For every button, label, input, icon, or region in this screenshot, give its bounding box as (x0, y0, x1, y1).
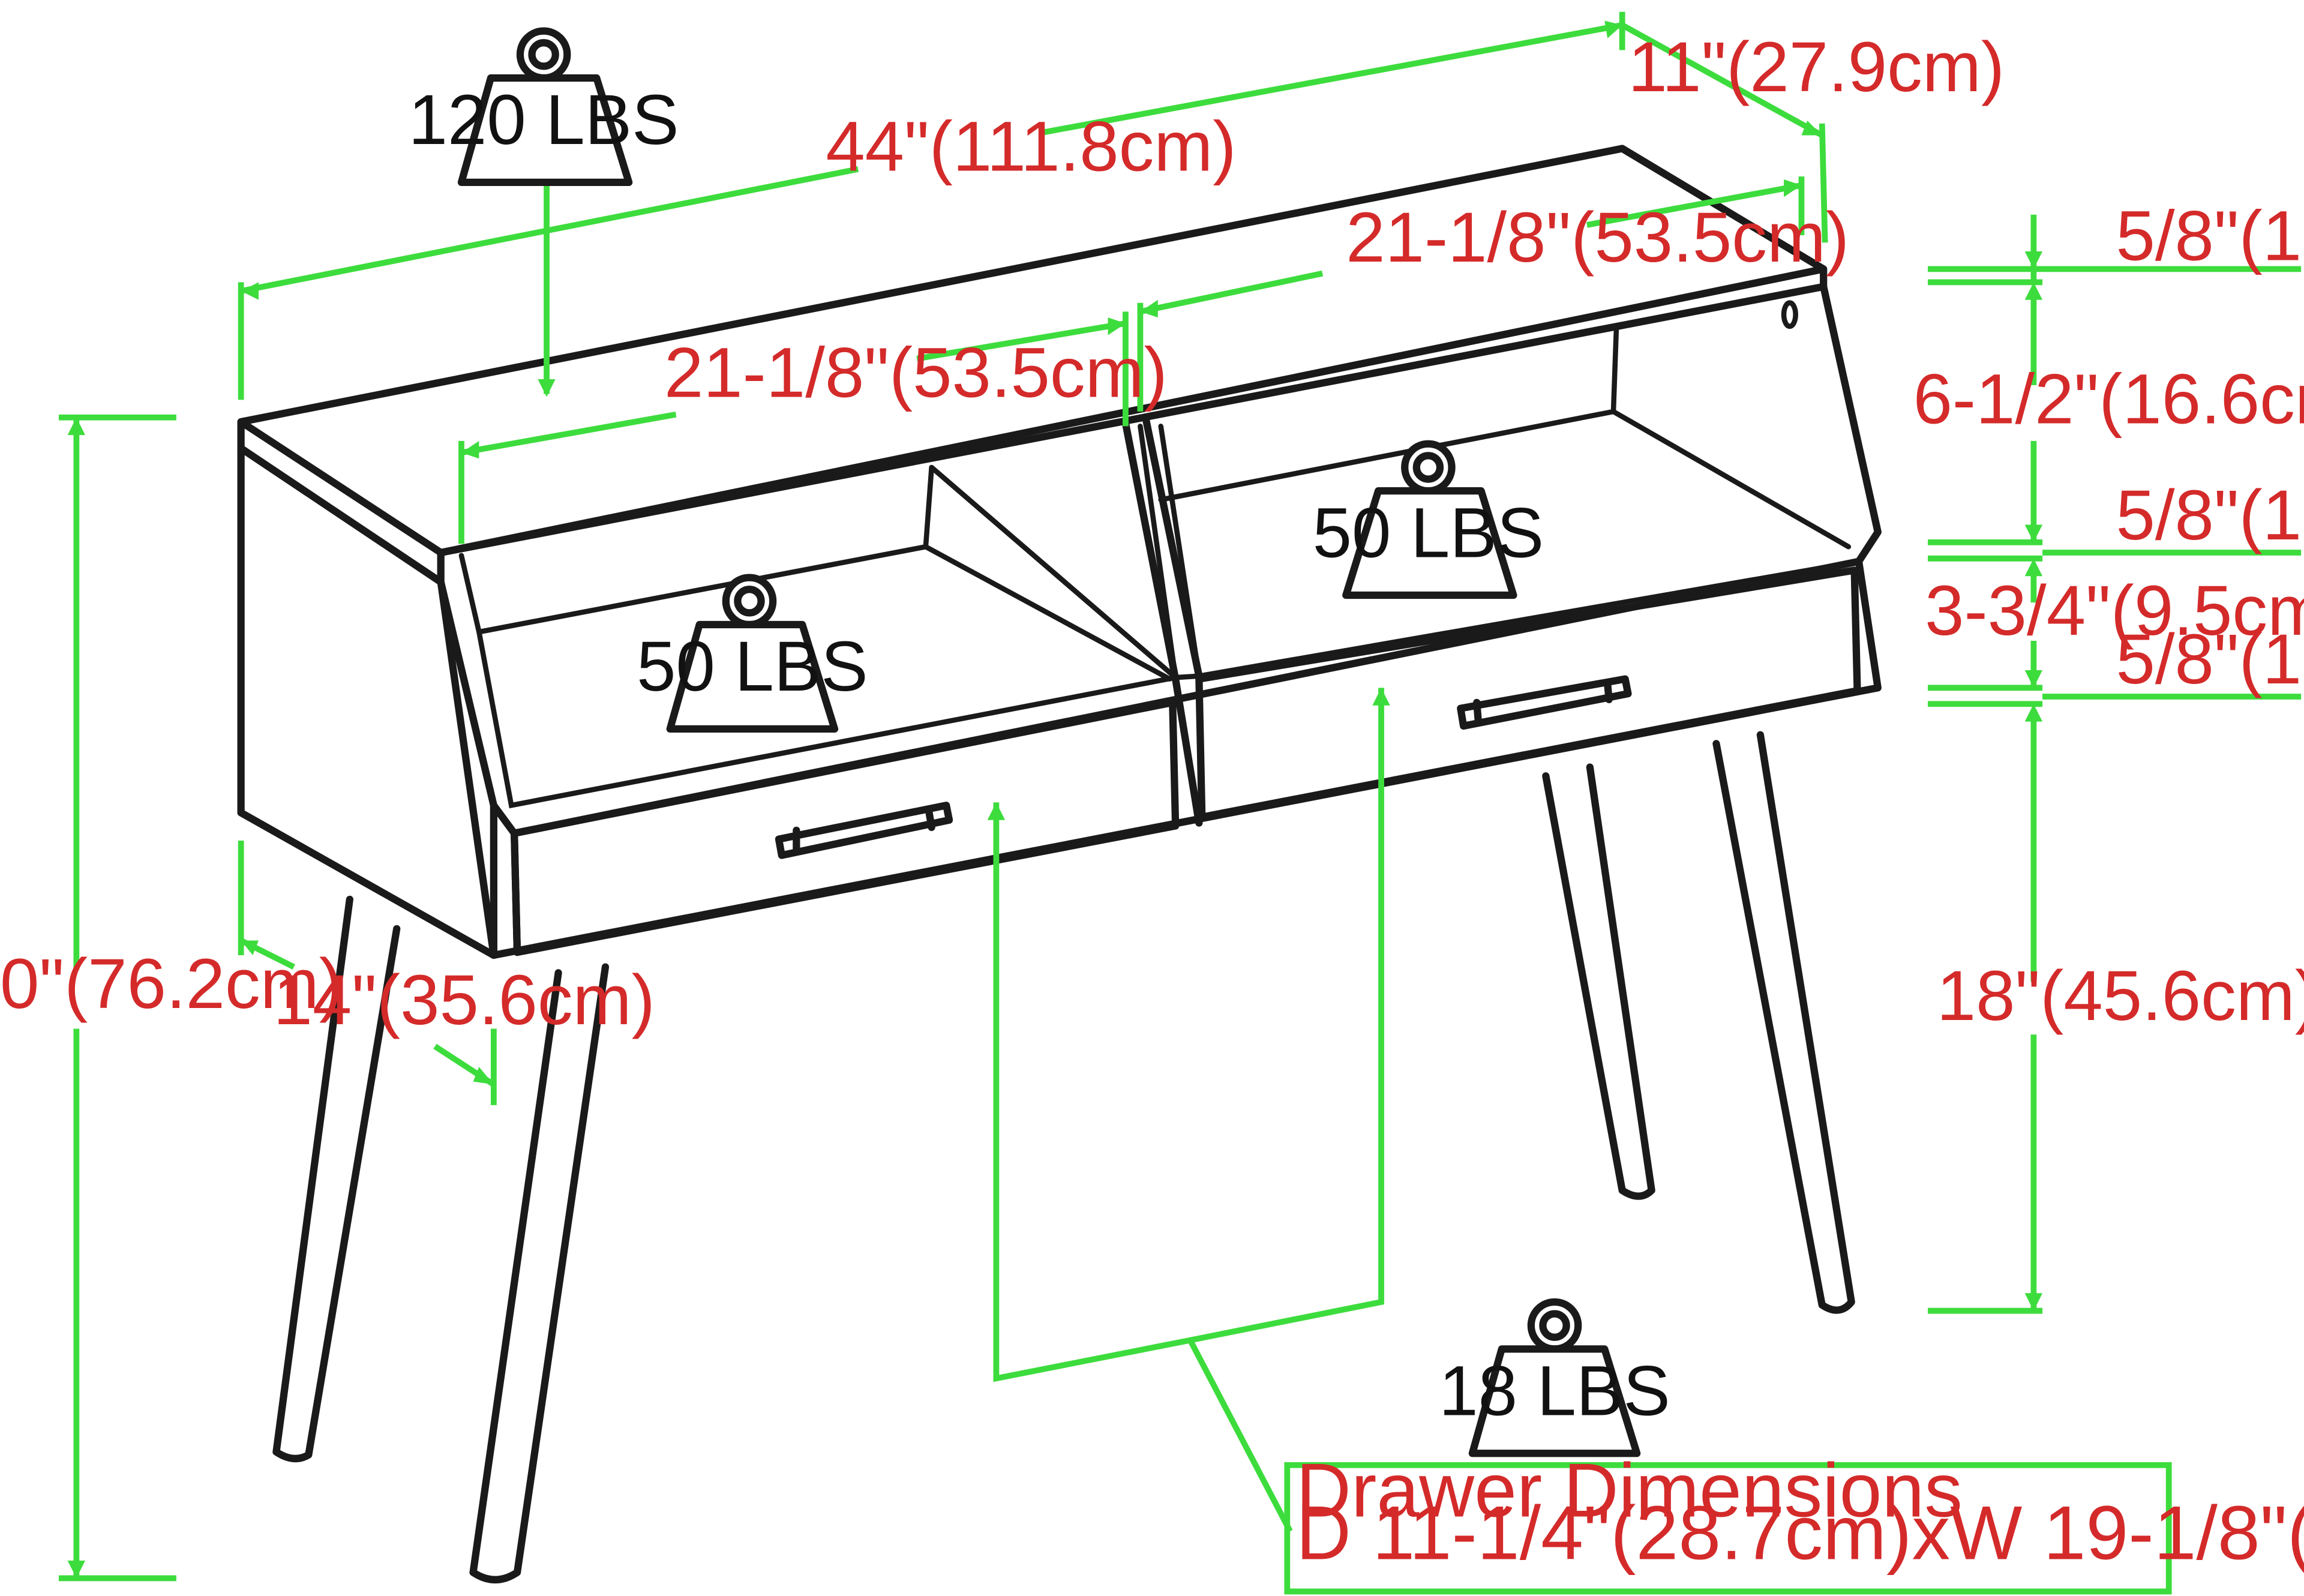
arrowhead (2024, 282, 2043, 300)
dimension-labels: 44"(111.8cm) 11"(27.9cm) 21-1/8"(53.5cm)… (0, 28, 2304, 1039)
leg-height-label: 18"(45.6cm) (1937, 956, 2304, 1035)
weight-ring-inner (528, 39, 559, 70)
console-table (237, 145, 1882, 1583)
drawer-dimensions-title: Drawer Dimensions (1296, 1448, 1963, 1533)
arrowhead (1604, 20, 1622, 38)
weight-icon (457, 74, 633, 187)
weight-left-shelf: 50 LBS (637, 574, 868, 733)
arrowhead (1801, 121, 1822, 136)
left-drawer-front (511, 698, 1180, 956)
arrowhead (461, 440, 479, 459)
height-label: 0"(76.2cm) (0, 944, 343, 1023)
arrowhead (241, 282, 259, 300)
cable-hole (1781, 300, 1798, 329)
width-label: 44"(111.8cm) (826, 107, 1236, 185)
left-drawer[interactable] (511, 698, 1180, 956)
drawer-front-height-label: 3-3/4"(9.5cm) (1925, 571, 2304, 650)
arrowhead (2024, 524, 2043, 542)
base-depth-label: 14"(35.6cm) (274, 961, 655, 1039)
weight-ring-inner (734, 586, 765, 617)
top-thickness-label: 5/8"(1.5cm) (2116, 197, 2304, 275)
right-compartment-dimension-line (1137, 176, 1805, 412)
weight-top: 120 LBS (409, 27, 679, 187)
weight-drawer: 18 LBS (1439, 1298, 1670, 1457)
weight-left-shelf-label: 50 LBS (637, 627, 868, 706)
front-left-leg (469, 963, 610, 1583)
arrowhead (2024, 558, 2043, 577)
right-vertical-dimension-lines (1928, 214, 2302, 1314)
base-depth-dimension-line (238, 841, 497, 1105)
arrowhead (2024, 670, 2043, 688)
shelf-thickness-label: 5/8"(1.5cm) (2116, 476, 2304, 554)
arrowhead (67, 417, 86, 436)
weight-icon (666, 620, 839, 733)
weight-ring-inner (1412, 452, 1444, 483)
drawer-dimensions-details: D 11-1/4"(28.7cm)xW 19-1/8"(48.5cm)xH 2-… (1296, 1490, 2304, 1576)
weight-ring-inner (1539, 1310, 1570, 1341)
arrowhead (538, 379, 556, 397)
arrowhead (2024, 251, 2043, 269)
weight-icon (1468, 1345, 1641, 1457)
arrowhead (241, 940, 259, 956)
arrowhead (2024, 1293, 2043, 1311)
front-right-leg (1712, 731, 1855, 1314)
right-compartment-label: 21-1/8"(53.5cm) (1346, 198, 1849, 277)
right-drawer-front (1195, 566, 1861, 821)
weight-icon (1342, 487, 1517, 599)
arrowhead (1140, 299, 1158, 318)
weight-right-shelf: 50 LBS (1313, 440, 1544, 599)
back-left-leg (272, 895, 401, 1463)
depth-label: 11"(27.9cm) (1628, 28, 2005, 106)
arrowhead (1372, 688, 1390, 706)
weight-top-label: 120 LBS (409, 80, 679, 159)
center-divider (1121, 416, 1203, 827)
right-drawer[interactable] (1195, 566, 1861, 821)
weight-drawer-label: 18 LBS (1439, 1352, 1670, 1430)
drawer-dimensions-box: Drawer Dimensions D 11-1/4"(28.7cm)xW 19… (1284, 1448, 2304, 1595)
arrowhead (67, 1561, 86, 1579)
drawer-dimensions-frame (1284, 1462, 2172, 1595)
dimension-lines (58, 11, 2302, 1582)
depth-dimension-line (1621, 22, 1828, 243)
bottom-thickness-label: 5/8"(1.5cm) (2116, 620, 2304, 698)
arrowhead (1784, 179, 1802, 197)
arrowhead (987, 802, 1006, 820)
shelf-opening-label: 6-1/2"(16.6cm) (1913, 360, 2304, 439)
height-dimension-line (58, 414, 176, 1582)
left-compartment-label: 21-1/8"(53.5cm) (664, 333, 1168, 412)
left-compartment-dimension-line (458, 311, 1129, 544)
drawer-leader-line (993, 688, 1384, 1533)
weight-right-shelf-label: 50 LBS (1313, 493, 1544, 572)
arrowheads (67, 20, 2043, 1579)
left-side-inner-edge (438, 579, 497, 955)
upper-shelf-inner (458, 326, 1862, 809)
arrowhead (473, 1067, 494, 1085)
right-drawer-handle[interactable] (1457, 675, 1632, 730)
back-right-leg (1542, 763, 1655, 1200)
arrowhead (2024, 704, 2043, 722)
left-drawer-handle[interactable] (775, 802, 953, 859)
